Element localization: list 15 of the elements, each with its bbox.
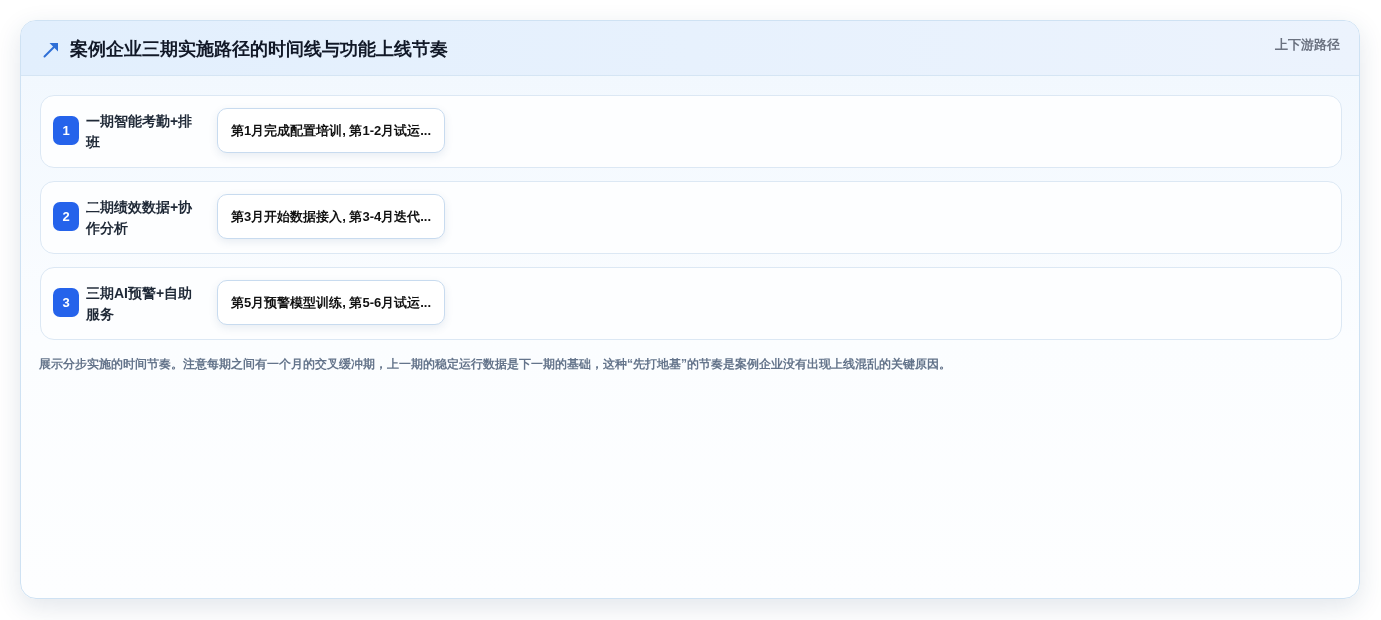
phase-row [40, 267, 1342, 340]
step-number-badge: 1 [53, 116, 79, 145]
schedule-note: 第1月完成配置培训, 第1-2月试运... [217, 108, 446, 153]
phase-title: 二期绩效数据+协作分析 [86, 197, 194, 238]
step-number-badge: 3 [53, 288, 79, 317]
schedule-note: 第5月预警模型训练, 第5-6月试运... [217, 280, 446, 325]
header-note: 上下游路径 [1275, 36, 1340, 53]
phase-title: 一期智能考勤+排班 [86, 111, 194, 152]
phase-title: 三期AI预警+自助服务 [86, 283, 194, 324]
step-number-badge: 2 [53, 202, 79, 231]
card-title: 案例企业三期实施路径的时间线与功能上线节奏 [70, 38, 448, 61]
caption-text: 展示分步实施的时间节奏。注意每期之间有一个月的交叉缓冲期，上一期的稳定运行数据是下一期的基础，这种“先打地基”的节奏是案例企业没有出现上线混乱的关键原因。 [39, 356, 951, 372]
phase-row [40, 181, 1342, 254]
phase-row [40, 95, 1342, 168]
schedule-note: 第3月开始数据接入, 第3-4月迭代... [217, 194, 446, 239]
